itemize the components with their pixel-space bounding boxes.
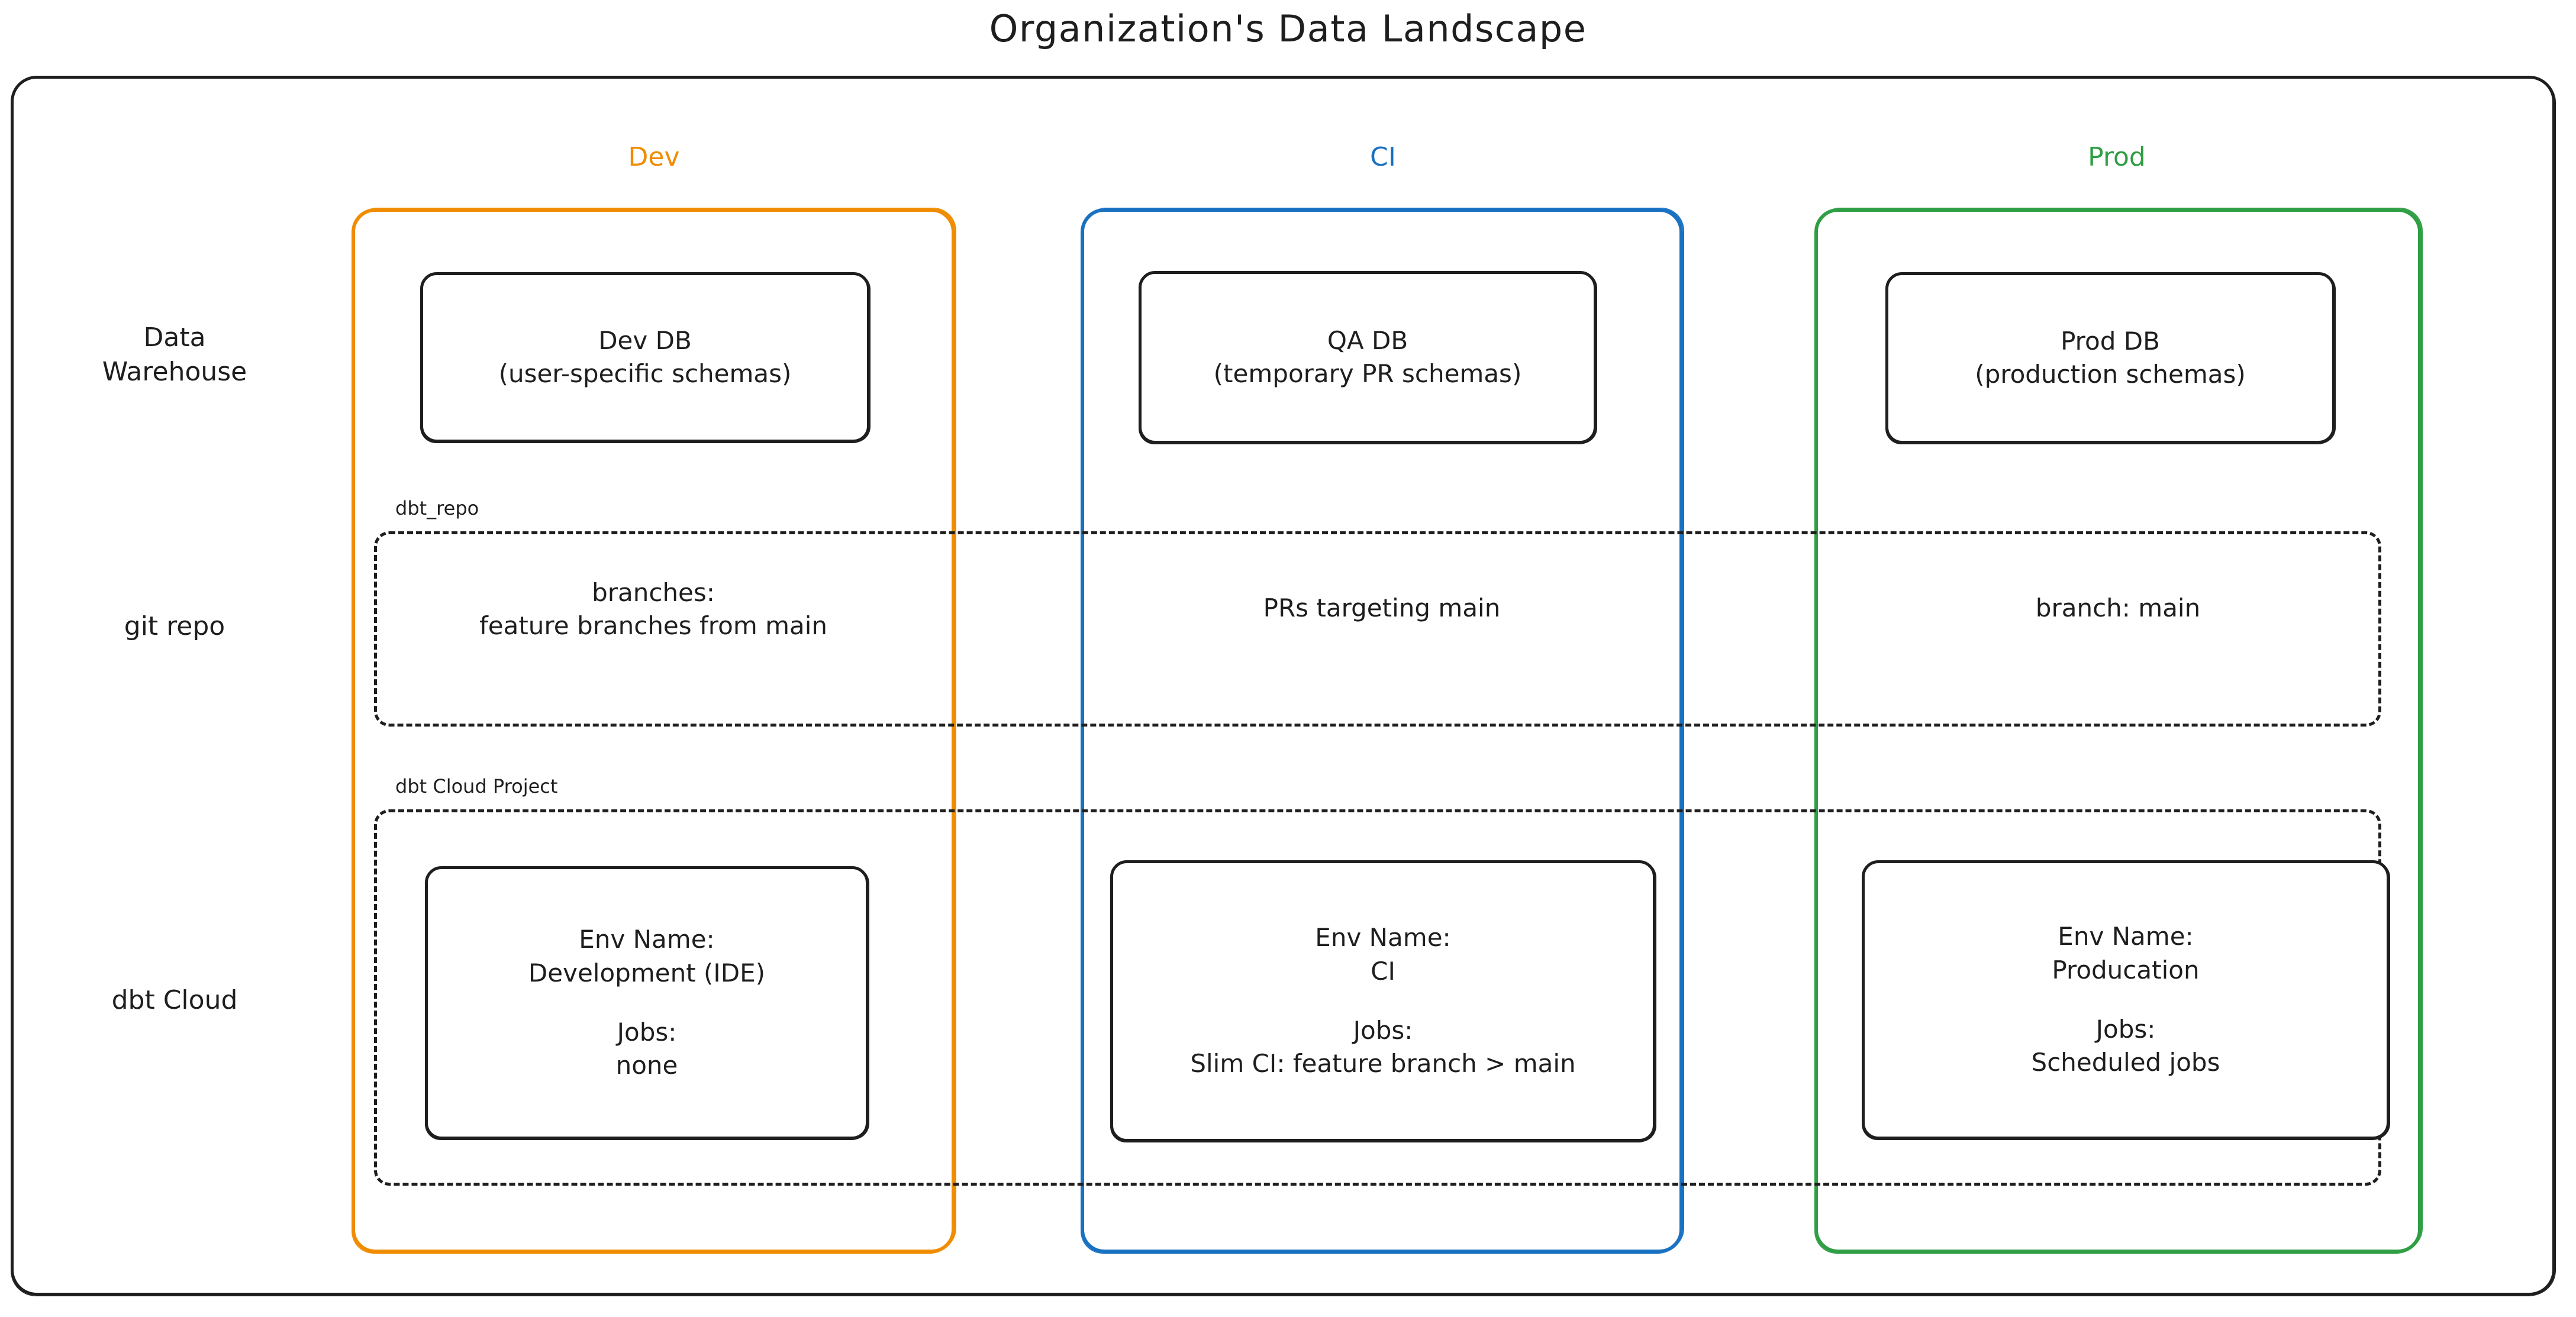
- card-dbt-cloud-ci: Env Name: CI Jobs: Slim CI: feature bran…: [1110, 860, 1656, 1142]
- card-prod-db: Prod DB (production schemas): [1885, 272, 2335, 444]
- card-dbt-cloud-ci-env-value: CI: [1371, 956, 1395, 986]
- card-dev-db: Dev DB (user-specific schemas): [420, 272, 870, 443]
- row-label-data-warehouse: Data Warehouse: [36, 321, 314, 389]
- column-box-prod: [1814, 208, 2422, 1253]
- card-dbt-cloud-ci-jobs-value: Slim CI: feature branch > main: [1190, 1049, 1576, 1079]
- card-dbt-cloud-dev-env-label: Env Name:: [579, 925, 715, 954]
- column-header-ci: CI: [1370, 142, 1396, 172]
- text-git-repo-ci: PRs targeting main: [1081, 592, 1683, 625]
- text-git-repo-dev-line-1: branches:: [592, 578, 715, 607]
- card-dbt-cloud-dev: Env Name: Development (IDE) Jobs: none: [425, 866, 869, 1140]
- card-dbt-cloud-dev-jobs-value: none: [615, 1051, 678, 1080]
- card-dbt-cloud-prod-env-value: Producation: [2052, 955, 2200, 984]
- card-dbt-cloud-prod-env-label: Env Name:: [2058, 922, 2194, 951]
- row-label-line-2: Warehouse: [102, 357, 247, 388]
- card-prod-db-subtitle: (production schemas): [1975, 360, 2246, 389]
- card-dbt-cloud-dev-env-value: Development (IDE): [528, 958, 766, 987]
- group-label-dbt-repo: dbt_repo: [395, 497, 479, 519]
- column-box-dev: [352, 208, 955, 1253]
- text-git-repo-prod-line-1: branch: main: [2035, 593, 2201, 622]
- card-qa-db: QA DB (temporary PR schemas): [1139, 271, 1597, 444]
- card-dbt-cloud-dev-jobs-label: Jobs:: [617, 1018, 677, 1047]
- row-label-dbt-cloud: dbt Cloud: [111, 985, 238, 1015]
- card-dev-db-title: Dev DB: [598, 325, 692, 355]
- column-box-ci: [1081, 208, 1683, 1253]
- text-git-repo-ci-line-1: PRs targeting main: [1263, 593, 1501, 622]
- card-dbt-cloud-prod-jobs-value: Scheduled jobs: [2031, 1048, 2220, 1077]
- page-title: Organization's Data Landscape: [989, 7, 1587, 50]
- card-dev-db-subtitle: (user-specific schemas): [498, 359, 792, 388]
- column-header-dev: Dev: [628, 142, 680, 172]
- card-dbt-cloud-ci-jobs-label: Jobs:: [1353, 1016, 1413, 1045]
- text-git-repo-dev: branches: feature branches from main: [352, 576, 955, 643]
- diagram-outer-frame: [11, 76, 2555, 1296]
- row-label-line-1: Data: [143, 322, 206, 353]
- card-dbt-cloud-prod-jobs-label: Jobs:: [2095, 1015, 2156, 1044]
- card-dbt-cloud-ci-env-label: Env Name:: [1315, 923, 1451, 953]
- card-qa-db-title: QA DB: [1327, 325, 1408, 355]
- card-prod-db-title: Prod DB: [2061, 326, 2160, 356]
- text-git-repo-prod: branch: main: [1814, 592, 2422, 625]
- row-label-git-repo: git repo: [124, 611, 225, 641]
- text-git-repo-dev-line-2: feature branches from main: [479, 611, 828, 641]
- card-dbt-cloud-prod: Env Name: Producation Jobs: Scheduled jo…: [1862, 860, 2390, 1140]
- column-header-prod: Prod: [2088, 142, 2146, 172]
- group-box-dbt-repo: [374, 531, 2381, 727]
- card-qa-db-subtitle: (temporary PR schemas): [1213, 359, 1522, 388]
- group-label-dbt-cloud-project: dbt Cloud Project: [395, 775, 558, 798]
